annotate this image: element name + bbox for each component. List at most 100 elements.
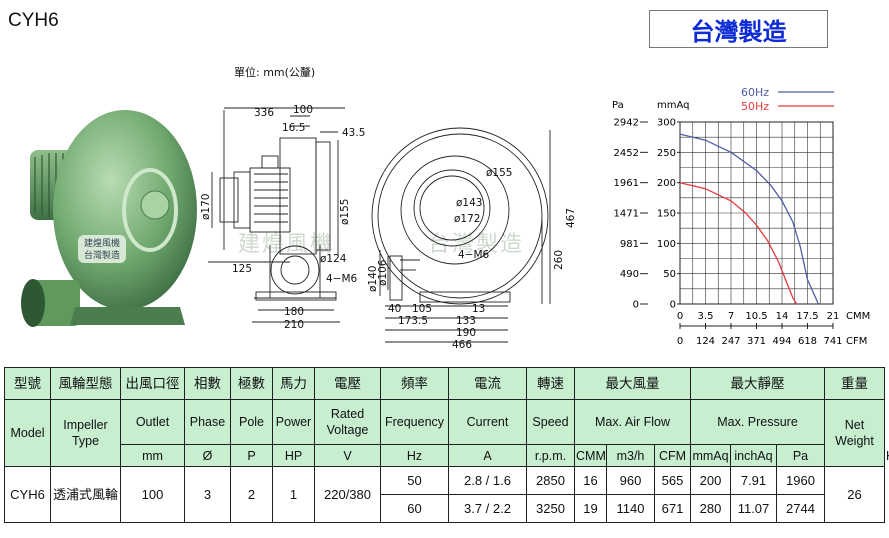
y-left-tick-label: 2942 bbox=[614, 118, 639, 129]
unit-phase: Ø bbox=[184, 444, 231, 467]
y-left-tick-label: 490 bbox=[620, 269, 639, 280]
dim-140: ø140 bbox=[367, 266, 379, 292]
blower-photo: 建煌風機 台灣製造 bbox=[21, 110, 197, 327]
th-outlet-zh: 出風口徑 bbox=[120, 367, 185, 400]
unit-inchaq: inchAq bbox=[730, 444, 777, 467]
y-left-tick-label: 0 bbox=[633, 300, 639, 311]
th-current-zh: 電流 bbox=[448, 367, 527, 400]
cell-inchaq: 7.91 bbox=[730, 466, 777, 495]
cell-inchaq: 11.07 bbox=[730, 494, 777, 523]
unit-mmaq: mmAq bbox=[690, 444, 731, 467]
units-row: mm Ø P HP V Hz A r.p.m. CMM m3/h CFM mmA… bbox=[5, 444, 889, 467]
th-weight-zh: 重量 bbox=[824, 367, 885, 400]
dim-100: 100 bbox=[293, 104, 313, 116]
dim-336: 336 bbox=[254, 107, 274, 119]
x-cfm-tick-label: 618 bbox=[798, 336, 817, 347]
unit-voltage: V bbox=[314, 444, 381, 467]
dim-170: ø170 bbox=[200, 194, 212, 220]
cell-pa: 1960 bbox=[776, 466, 825, 495]
front-view bbox=[371, 127, 551, 343]
th-model-en: Model bbox=[4, 399, 51, 467]
cell-speed: 3250 bbox=[526, 494, 575, 523]
dim-180: 180 bbox=[284, 306, 304, 318]
x-cmm-tick-label: 17.5 bbox=[796, 311, 818, 322]
th-pressure-zh: 最大靜壓 bbox=[690, 367, 825, 400]
cell-m3h: 960 bbox=[606, 466, 655, 495]
th-speed-zh: 轉速 bbox=[526, 367, 575, 400]
th-pressure-en: Max. Pressure bbox=[690, 399, 825, 445]
nameplate-line2: 台灣製造 bbox=[84, 249, 120, 261]
dim-172: ø172 bbox=[454, 213, 480, 225]
th-voltage-zh: 電壓 bbox=[314, 367, 381, 400]
cell-mmaq: 200 bbox=[690, 466, 731, 495]
th-voltage-en: Rated Voltage bbox=[314, 399, 381, 445]
x-label-cfm: CFM bbox=[846, 336, 867, 347]
x-cmm-tick-label: 7 bbox=[728, 311, 734, 322]
th-frequency-en: Frequency bbox=[380, 399, 449, 445]
header-row-en: Model Impeller Type Outlet Phase Pole Po… bbox=[4, 399, 885, 467]
unit-m3h: m3/h bbox=[606, 444, 655, 467]
y-right-tick-label: 150 bbox=[657, 209, 676, 220]
th-pole-zh: 極數 bbox=[230, 367, 273, 400]
watermark-made: 台灣製造 bbox=[428, 231, 525, 256]
legend-label-50hz: 50Hz bbox=[741, 100, 769, 113]
cell-cfm: 671 bbox=[654, 494, 691, 523]
unit-cmm: CMM bbox=[574, 444, 607, 467]
th-impeller-en: Impeller Type bbox=[50, 399, 121, 467]
header-row-zh: 型號 風輪型態 出風口徑 相數 極數 馬力 電壓 頻率 電流 轉速 最大風量 最… bbox=[4, 367, 885, 400]
dim-143: ø143 bbox=[456, 197, 482, 209]
y-left-tick-label: 981 bbox=[620, 239, 639, 250]
dim-43-5: 43.5 bbox=[342, 127, 365, 139]
cell-m3h: 1140 bbox=[606, 494, 655, 523]
cell-cmm: 19 bbox=[574, 494, 607, 523]
y-left-tick-label: 1471 bbox=[614, 209, 639, 220]
series-line-60hz bbox=[679, 133, 819, 305]
y-right-tick-label: 300 bbox=[657, 118, 676, 129]
th-power-en: Power bbox=[272, 399, 315, 445]
cell-cmm: 16 bbox=[574, 466, 607, 495]
x-cfm-tick-label: 494 bbox=[772, 336, 791, 347]
th-speed-en: Speed bbox=[526, 399, 575, 445]
x-cmm-tick-label: 10.5 bbox=[745, 311, 767, 322]
y-right-tick-label: 100 bbox=[657, 239, 676, 250]
dim-173-5: 173.5 bbox=[398, 315, 428, 327]
y-left-tick-label: 1961 bbox=[614, 178, 639, 189]
y-right-tick-label: 0 bbox=[670, 300, 676, 311]
blower-logo bbox=[140, 190, 170, 220]
th-pole-en: Pole bbox=[230, 399, 273, 445]
cell-speed: 2850 bbox=[526, 466, 575, 495]
dimension-drawing: 單位: mm(公釐) 336 100 16.5 43.5 ø170 ø155 1… bbox=[200, 65, 577, 350]
cell-current: 3.7 / 2.2 bbox=[448, 494, 527, 523]
th-airflow-en: Max. Air Flow bbox=[574, 399, 691, 445]
cell-impeller: 透浦式風輪 bbox=[50, 466, 121, 523]
y-right-tick-label: 200 bbox=[657, 178, 676, 189]
dim-190: 190 bbox=[456, 327, 476, 339]
x-cmm-tick-label: 0 bbox=[677, 311, 683, 322]
outlet-opening bbox=[21, 279, 45, 327]
th-impeller-zh: 風輪型態 bbox=[50, 367, 121, 400]
dim-105: 105 bbox=[412, 303, 432, 315]
th-airflow-zh: 最大風量 bbox=[574, 367, 691, 400]
dim-4m6-side: 4−M6 bbox=[326, 273, 358, 285]
nameplate-line1: 建煌風機 bbox=[84, 237, 120, 249]
cell-frequency: 60 bbox=[380, 494, 449, 523]
dim-125: 125 bbox=[232, 263, 252, 275]
th-frequency-zh: 頻率 bbox=[380, 367, 449, 400]
table-row: CYH6 透浦式風輪 100 3 2 1 220/380 50 2.8 / 1.… bbox=[4, 466, 885, 523]
cell-weight: 26 bbox=[824, 466, 885, 523]
cell-model: CYH6 bbox=[4, 466, 51, 523]
unit-pole: P bbox=[230, 444, 273, 467]
table-row: 60 3.7 / 2.2 3250 19 1140 671 280 11.07 … bbox=[5, 494, 885, 523]
chart-grid bbox=[679, 121, 834, 305]
y-right-unit: mmAq bbox=[657, 100, 690, 111]
x-cfm-tick-label: 247 bbox=[721, 336, 740, 347]
x-cfm-tick-label: 124 bbox=[696, 336, 715, 347]
y-right-tick-label: 250 bbox=[657, 148, 676, 159]
spec-table: 型號 風輪型態 出風口徑 相數 極數 馬力 電壓 頻率 電流 轉速 最大風量 最… bbox=[4, 367, 889, 523]
base-foot bbox=[70, 307, 185, 325]
cell-outlet: 100 bbox=[120, 466, 185, 523]
dim-467: 467 bbox=[565, 208, 577, 228]
cell-power: 1 bbox=[272, 466, 315, 523]
unit-speed: r.p.m. bbox=[526, 444, 575, 467]
